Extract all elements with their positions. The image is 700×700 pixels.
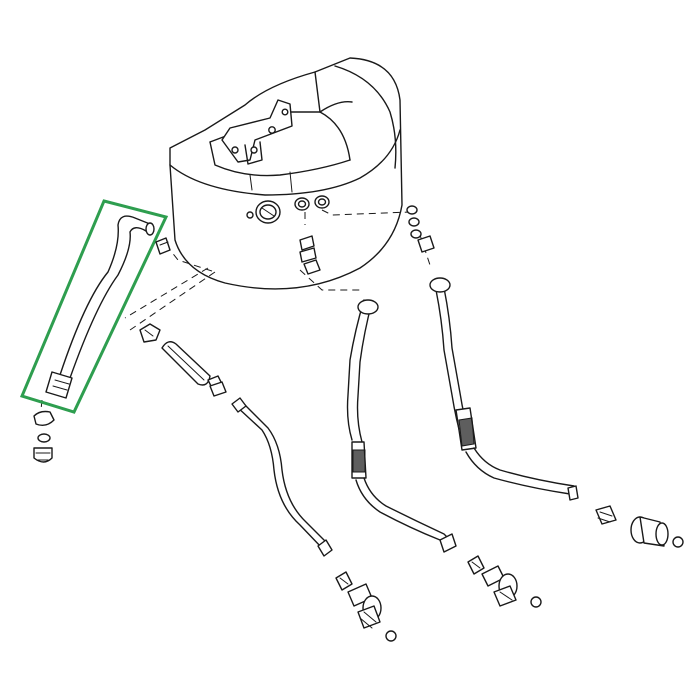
pressure-line-center <box>299 235 457 553</box>
tank-body <box>169 57 403 290</box>
hose-clamp-upper <box>155 237 171 255</box>
tank-ports <box>294 195 330 211</box>
tank-filler-cap <box>246 200 281 224</box>
fitting-set-bottom-left <box>335 571 397 642</box>
long-tube-left <box>231 397 333 557</box>
short-hose-assembly <box>139 323 227 397</box>
drain-plug-set <box>33 410 55 463</box>
highlight-outline <box>19 199 169 414</box>
fitting-set-right <box>595 505 684 548</box>
pressure-line-right <box>406 205 579 501</box>
fitting-set-bottom-center <box>467 555 542 608</box>
highlighted-return-hose <box>45 215 155 399</box>
mounting-bracket <box>221 99 293 165</box>
